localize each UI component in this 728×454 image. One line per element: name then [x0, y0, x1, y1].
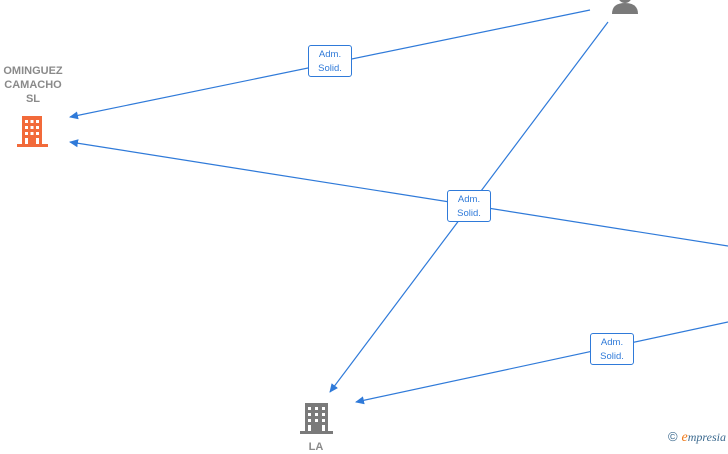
edge-label-role[interactable]: Adm. Solid. [590, 333, 634, 365]
node-label-line: CAMACHO [4, 79, 62, 91]
edge-right-to-bottom-company[interactable] [355, 321, 728, 405]
edge-label-line2: Solid. [457, 208, 481, 219]
node-label-left-company[interactable]: OMINGUEZ CAMACHO SL [0, 64, 72, 106]
edge-label-line2: Solid. [600, 351, 624, 362]
node-label-line: LA [308, 441, 324, 453]
brand-watermark: ©empresia [668, 429, 726, 446]
building-icon[interactable] [17, 116, 48, 147]
brand-initial: e [681, 430, 688, 445]
node-label-bottom-company[interactable]: LA [294, 440, 338, 454]
brand-name: mpresia [687, 430, 726, 444]
edge-label-line1: Adm. [600, 337, 624, 348]
node-label-line: OMINGUEZ [3, 65, 63, 77]
person-icon[interactable] [612, 0, 638, 14]
edge-label-line1: Adm. [457, 194, 481, 205]
copyright-icon: © [667, 429, 678, 444]
edge-label-role[interactable]: Adm. Solid. [308, 45, 352, 77]
edge-right-to-left-company[interactable] [69, 139, 728, 247]
edge-label-line1: Adm. [318, 49, 342, 60]
edge-label-line2: Solid. [318, 63, 342, 74]
node-label-line: SL [25, 93, 41, 105]
edge-label-role[interactable]: Adm. Solid. [447, 190, 491, 222]
building-icon[interactable] [300, 403, 333, 434]
